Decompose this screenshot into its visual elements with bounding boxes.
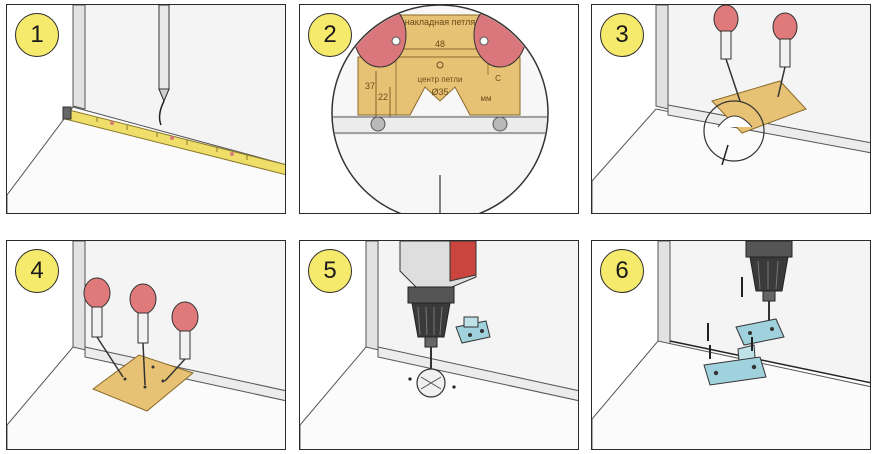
step-4-panel: 4 [6,240,286,450]
step-1-panel: 1 [6,4,286,214]
step-6-badge: 6 [600,249,644,293]
step-5-badge: 5 [308,249,352,293]
corner-mark: C [495,74,501,83]
step-1-badge: 1 [15,13,59,57]
diameter-label: Ø35 [431,87,448,97]
center-label: центр петли [418,75,463,84]
step-5-panel: 5 [299,240,579,450]
step-3-badge: 3 [600,13,644,57]
step-2-panel: накладная петля 48 37 22 центр петли Ø35… [299,4,579,214]
step-4-badge: 4 [15,249,59,293]
template-title: накладная петля [405,17,476,27]
step-2-badge: 2 [308,13,352,57]
unit-label: мм [481,94,492,103]
height-dimension-outer: 37 [365,81,375,91]
width-dimension: 48 [435,39,445,49]
step-3-panel: 3 [591,4,871,214]
height-dimension-inner: 22 [378,92,388,102]
step-6-panel: 6 [591,240,871,450]
